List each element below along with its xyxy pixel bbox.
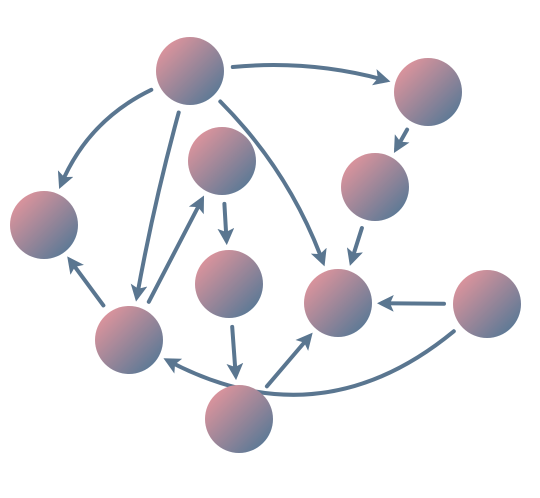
edge-top-to-far-left <box>57 87 154 190</box>
node-right-mid <box>341 153 409 221</box>
edge-lower-left-to-center-top <box>146 195 205 304</box>
edge-center-mid-to-bottom <box>226 324 244 381</box>
edge-top-to-hub <box>218 99 327 267</box>
edge-right-mid-to-hub <box>346 226 364 266</box>
node-far-right <box>453 270 521 338</box>
node-upper-right <box>394 58 462 126</box>
node-center-top <box>188 127 256 195</box>
node-bottom <box>205 385 273 453</box>
node-far-left <box>10 191 78 259</box>
edge-top-to-lower-left <box>130 110 181 302</box>
edge-top-to-upper-right <box>230 63 391 86</box>
node-center-mid <box>195 250 263 318</box>
edge-lower-left-to-far-left <box>67 256 106 308</box>
node-lower-left <box>95 306 163 374</box>
edges-layer <box>57 63 456 397</box>
node-top <box>156 37 224 105</box>
edge-upper-right-to-right-mid <box>393 127 410 153</box>
nodes-layer <box>10 37 521 453</box>
edge-far-right-to-lower-left <box>163 329 456 397</box>
node-hub <box>304 269 372 337</box>
edge-center-top-to-center-mid <box>217 201 235 246</box>
edge-bottom-to-hub <box>264 332 313 389</box>
